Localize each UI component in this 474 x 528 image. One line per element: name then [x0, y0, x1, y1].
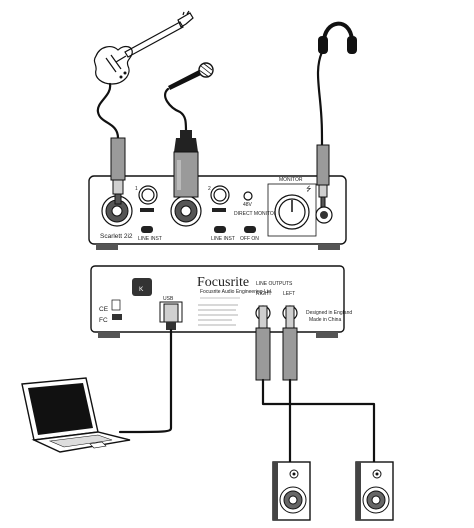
inst-label-2: LINE INST [211, 236, 235, 242]
guitar-cable [96, 82, 120, 140]
headphones-icon [318, 21, 357, 54]
origin-label: Designed in England [306, 310, 352, 316]
electric-guitar-icon [93, 10, 194, 85]
origin-label-2: Made in China [309, 317, 341, 323]
front-panel: 1 LINE INST 2 LINE INST 48V DIRECT MONIT… [88, 175, 347, 250]
model-label: Scarlett 2i2 [100, 233, 133, 240]
usb-front-icon: ⭍ [306, 185, 312, 193]
inst-label-1: LINE INST [138, 236, 162, 242]
microphone-icon [168, 62, 214, 90]
right-output-label: RIGHT [256, 291, 272, 297]
combo-input-1 [101, 195, 133, 227]
guitar-jack-plug [110, 137, 126, 205]
usb-plug [163, 303, 179, 330]
usb-cable [118, 328, 173, 434]
gain-knob-1: 1 [135, 185, 158, 205]
monitor-label: MONITOR [279, 177, 303, 183]
headphone-cable [316, 50, 324, 147]
brand-label: Focusrite [197, 275, 249, 290]
phantom-label: 48V [243, 202, 253, 208]
line-output-plug-right [255, 305, 271, 381]
usb-rear-label: USB [163, 296, 174, 302]
mic-cable [164, 87, 188, 134]
gain-knob-2: 2 [208, 185, 230, 205]
gain-1-label: 1 [135, 186, 138, 192]
speaker-icon-right [355, 461, 394, 521]
line-output-plug-left [282, 305, 298, 381]
line-outputs-label: LINE OUTPUTS [256, 281, 293, 287]
ce-mark: CE [99, 306, 109, 313]
gain-2-label: 2 [208, 186, 211, 192]
combo-input-2 [170, 195, 202, 227]
speaker-icon-left [272, 461, 311, 521]
fcc-mark: FC [99, 317, 108, 324]
rear-panel: K Focusrite Focusrite Audio Engineering … [90, 265, 352, 338]
laptop-icon [21, 377, 131, 453]
left-output-label: LEFT [283, 291, 295, 297]
xlr-plug [173, 130, 199, 198]
off-on-label: OFF ON [240, 236, 259, 242]
svg-text:K: K [139, 286, 144, 293]
speaker-cable-right [261, 378, 376, 464]
rear-text-block [198, 304, 238, 326]
monitor-knob: MONITOR [267, 177, 317, 237]
headphone-jack-plug [316, 144, 330, 208]
tagline-label: Focusrite Audio Engineering Ltd. [200, 289, 272, 295]
direct-monitor-label: DIRECT MONITOR [234, 211, 278, 217]
